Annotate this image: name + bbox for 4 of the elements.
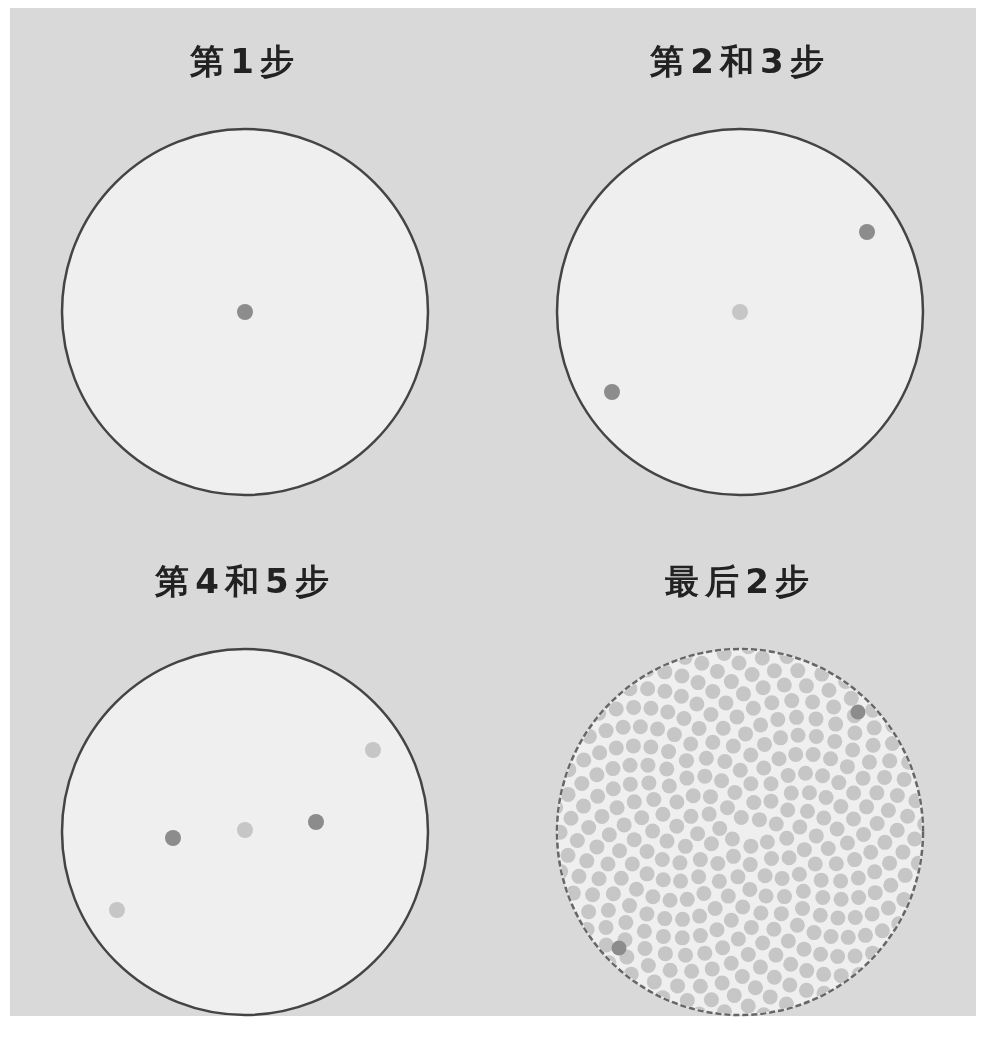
step-heading: 第4和5步: [155, 560, 335, 603]
step-heading: 第2和3步: [650, 40, 830, 83]
step-heading: 最后2步: [665, 560, 815, 603]
step-heading: 第1步: [190, 40, 300, 83]
